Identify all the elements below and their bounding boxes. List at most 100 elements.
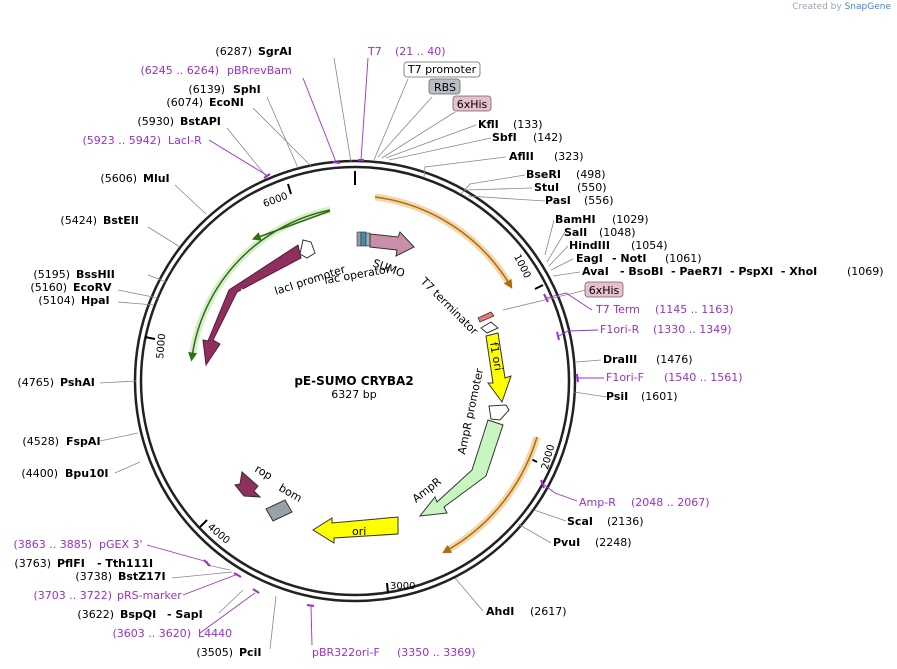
primer-t7-range: (21 .. 40) xyxy=(395,45,446,58)
primer-pbr322ori-f-range: (3350 .. 3369) xyxy=(397,646,476,659)
t7-promoter-box xyxy=(403,61,481,78)
site-pflfi-pos: (3763) xyxy=(14,557,51,570)
primer-marks xyxy=(203,159,579,607)
site-scai: ScaI xyxy=(567,515,593,528)
bom-label: bom xyxy=(277,481,305,504)
site-sali-pos: (1048) xyxy=(599,226,636,239)
primer-t7: T7 xyxy=(367,45,382,58)
site-sphi: SphI xyxy=(233,83,261,96)
site-ahdi-pos: (2617) xyxy=(530,605,567,618)
site-mlui-pos: (5606) xyxy=(100,172,137,185)
primer-l4440: L4440 xyxy=(198,627,232,640)
his-tag-box-right-label: 6xHis xyxy=(589,284,620,297)
site-avai-pos: (1069) xyxy=(847,265,884,278)
site-ahdi: AhdI xyxy=(486,605,514,618)
t7-terminator-feature xyxy=(480,321,499,334)
leader-lines xyxy=(99,57,608,650)
site-sapi: - SapI xyxy=(167,608,203,621)
site-bstz17i-pos: (3738) xyxy=(75,570,112,583)
his-tag-box-right xyxy=(584,281,624,298)
plasmid-length: 6327 bp xyxy=(331,388,376,401)
site-noti: - NotI xyxy=(612,252,647,265)
site-bstapi: BstAPI xyxy=(180,115,221,128)
primer-pgex3-range: (3863 .. 3885) xyxy=(13,538,92,551)
t7-promoter-box-label: T7 promoter xyxy=(407,63,477,76)
lac-operator-feature xyxy=(356,231,362,247)
snapgene-brand: SnapGene xyxy=(844,2,891,12)
rbs-box-label: RBS xyxy=(434,81,456,94)
site-sbfi: SbfI xyxy=(492,131,517,144)
tick-label-3000: 3000 xyxy=(390,581,415,592)
site-sgrai-pos: (6287) xyxy=(215,45,252,58)
his-tag-feature xyxy=(477,311,495,323)
ampr-transcript-arc xyxy=(442,436,538,554)
site-tth111i: - Tth111I xyxy=(97,557,153,570)
site-fspai: FspAI xyxy=(66,435,101,448)
ori-feature xyxy=(312,516,399,544)
ampr-feature xyxy=(418,419,504,517)
laci-transcript-arc xyxy=(188,209,331,362)
site-bpu10i-pos: (4400) xyxy=(21,467,58,480)
right-site-labels: KflI (133) SbfI (142) AflII (323) BseRI … xyxy=(478,118,884,618)
site-econi: EcoNI xyxy=(209,96,244,109)
site-sgrai: SgrAI xyxy=(258,45,292,58)
backbone-inner xyxy=(139,165,571,597)
site-hpai: HpaI xyxy=(81,294,110,307)
site-scai-pos: (2136) xyxy=(607,515,644,528)
site-mlui: MluI xyxy=(143,172,170,185)
rbs-feature xyxy=(365,232,371,247)
site-stui: StuI xyxy=(534,181,559,194)
left-site-labels: (6287) SgrAI (6139) SphI (6074) EcoNI (5… xyxy=(14,45,291,659)
site-hindiii: HindIII xyxy=(569,239,610,252)
site-pshai: PshAI xyxy=(60,376,95,389)
site-aflii-pos: (323) xyxy=(554,150,584,163)
f1-ori-feature xyxy=(485,332,512,404)
laci-promoter-feature xyxy=(299,239,316,259)
primer-laci-r-range: (5923 .. 5942) xyxy=(82,134,161,147)
site-psii: PsiI xyxy=(606,390,628,403)
site-pvui: PvuI xyxy=(553,536,580,549)
site-bstapi-pos: (5930) xyxy=(137,115,174,128)
site-kfli-pos: (133) xyxy=(513,118,543,131)
site-eagi: EagI xyxy=(576,252,603,265)
site-bsteii-pos: (5424) xyxy=(60,214,97,227)
laci-feature xyxy=(202,244,302,367)
site-bsteii: BstEII xyxy=(103,214,139,227)
plasmid-name: pE-SUMO CRYBA2 xyxy=(294,374,413,388)
primer-prs-marker: pRS-marker xyxy=(117,589,182,602)
primer-amp-r: Amp-R xyxy=(579,496,616,509)
t7-terminator-label: T7 terminator xyxy=(417,274,481,338)
primer-f1ori-f-range: (1540 .. 1561) xyxy=(664,371,743,384)
primer-amp-r-range: (2048 .. 2067) xyxy=(631,496,710,509)
site-pasi: PasI xyxy=(545,194,571,207)
ori-label: ori xyxy=(352,525,366,538)
site-avai: AvaI xyxy=(582,265,609,278)
site-bspqi-pos: (3622) xyxy=(77,608,114,621)
site-econi-pos: (6074) xyxy=(166,96,203,109)
site-bsshii: BssHII xyxy=(76,268,115,281)
f1-ori-label: f1 ori xyxy=(487,341,505,372)
site-pshai-pos: (4765) xyxy=(17,376,54,389)
site-bstz17i: BstZ17I xyxy=(118,570,166,583)
primer-f1ori-r-range: (1330 .. 1349) xyxy=(653,323,732,336)
credit-prefix: Created by xyxy=(792,2,842,12)
site-bsshii-pos: (5195) xyxy=(33,268,70,281)
t7-promoter-feature xyxy=(360,231,367,247)
sumo-feature xyxy=(369,231,415,257)
site-aflii: AflII xyxy=(509,150,534,163)
ampr-promoter-feature xyxy=(488,404,510,421)
primer-pbrrevbam-range: (6245 .. 6264) xyxy=(140,64,219,77)
site-kfli: KflI xyxy=(478,118,499,131)
primer-laci-r: LacI-R xyxy=(168,134,202,147)
primer-lines xyxy=(146,57,604,646)
rop-label: rop xyxy=(253,462,275,482)
site-pasi-pos: (556) xyxy=(584,194,614,207)
tick-label-4000: 4000 xyxy=(205,522,232,547)
site-eagi-pos: (1061) xyxy=(665,252,702,265)
site-sbfi-pos: (142) xyxy=(533,131,563,144)
primer-t7-term-range: (1145 .. 1163) xyxy=(655,303,734,316)
snapgene-credit: Created by SnapGene xyxy=(792,2,891,12)
primer-l4440-range: (3603 .. 3620) xyxy=(112,627,191,640)
tick-label-5000: 5000 xyxy=(155,333,168,359)
